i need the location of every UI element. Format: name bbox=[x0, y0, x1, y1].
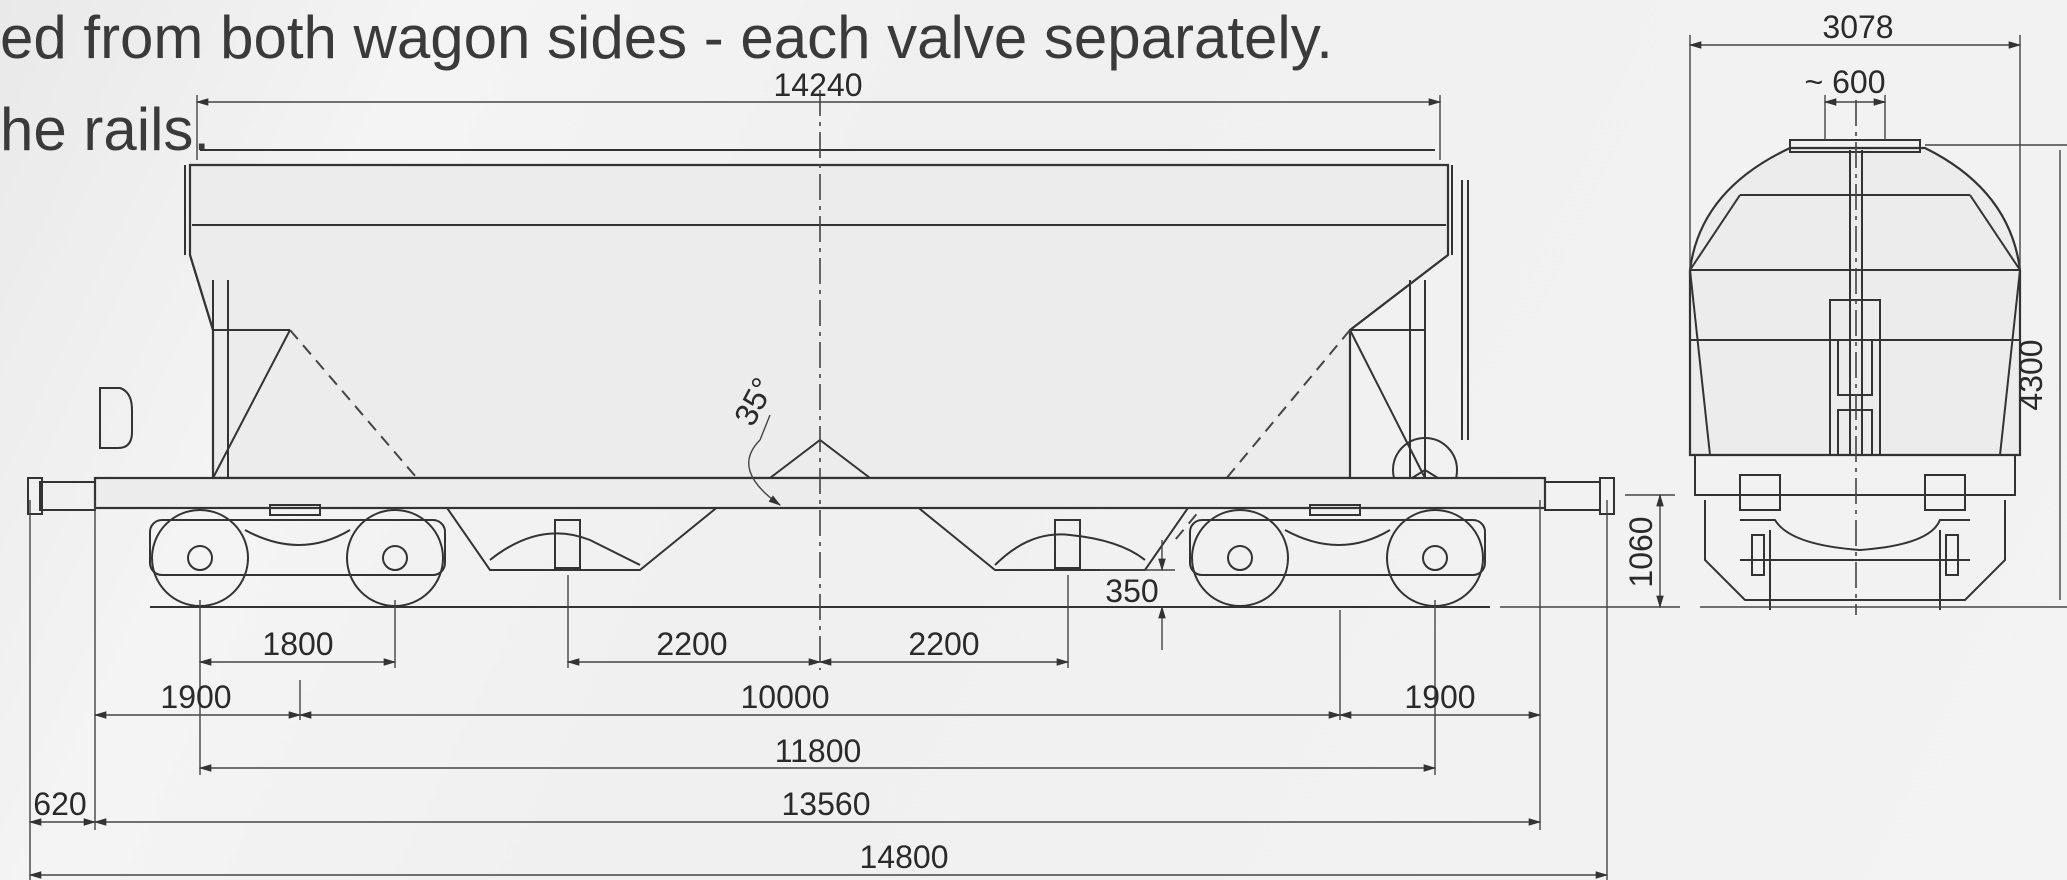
bogie-left bbox=[149, 504, 446, 607]
slide-text-line-2: he rails. bbox=[0, 96, 211, 163]
dim-width: 3078 bbox=[1822, 9, 1893, 45]
slide-text-line-1: ed from both wagon sides - each valve se… bbox=[0, 4, 1333, 71]
dim-overhang-right: 1900 bbox=[1404, 679, 1475, 715]
underframe bbox=[27, 476, 1615, 515]
bogie-right bbox=[1189, 504, 1486, 607]
dim-frame-length: 13560 bbox=[782, 786, 871, 822]
dim-valve-height: 350 bbox=[1105, 573, 1158, 609]
dim-height: 4300 bbox=[2013, 339, 2049, 410]
dim-coupler-height: 1060 bbox=[1623, 516, 1659, 587]
dim-valve-left: 2200 bbox=[656, 626, 727, 662]
dim-overhang-left: 1900 bbox=[160, 679, 231, 715]
dim-wheelbase-outer: 11800 bbox=[775, 733, 862, 769]
dim-bogie-wheelbase: 1800 bbox=[262, 626, 333, 662]
dim-length-top: 14240 bbox=[774, 67, 863, 103]
end-view: 3078 ~ 600 4300 bbox=[1688, 9, 2067, 615]
dim-hatch-width: ~ 600 bbox=[1805, 64, 1886, 100]
dim-total-length: 14800 bbox=[860, 839, 949, 875]
dim-valve-right: 2200 bbox=[908, 626, 979, 662]
dim-bogie-centers: 10000 bbox=[741, 679, 830, 715]
side-view: 14240 35° 1800 2200 2200 1900 10000 1900… bbox=[27, 67, 1680, 880]
dim-coupler-offset: 620 bbox=[33, 786, 86, 822]
